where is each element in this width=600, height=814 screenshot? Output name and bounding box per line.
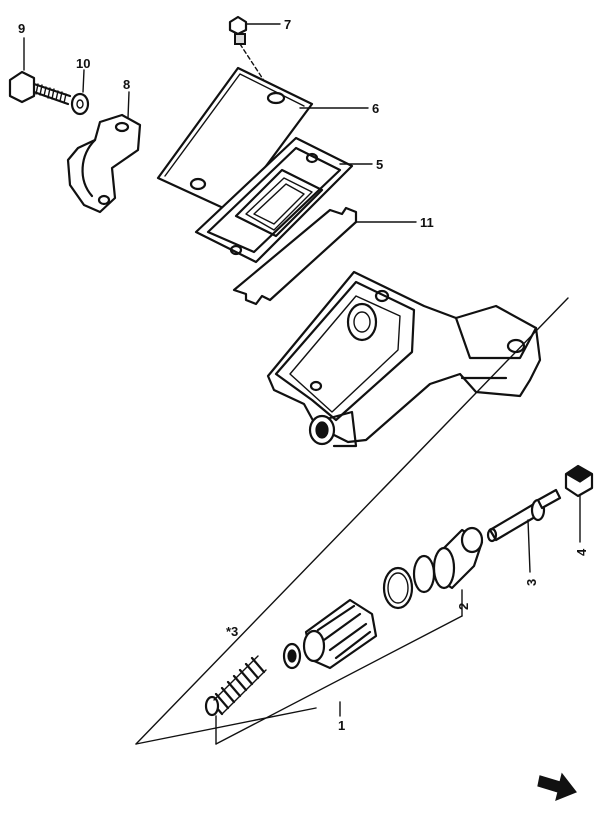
master-cylinder-body: [266, 270, 542, 448]
part-6-cover: [156, 66, 369, 214]
callout-5: 5: [376, 157, 383, 172]
part-2-boot-and-clip: [382, 526, 484, 617]
part-10-washer: [70, 69, 90, 116]
spring: [204, 655, 267, 717]
callout-4: 4: [574, 548, 589, 556]
part-4-nut: [564, 464, 594, 543]
front-arrow-icon: [537, 772, 577, 801]
callout-star: *3: [226, 624, 238, 639]
callout-1: 1: [338, 718, 345, 733]
callout-10: 10: [76, 56, 90, 71]
callout-11: 11: [420, 215, 434, 230]
part-11-plate: [232, 206, 417, 306]
callout-9: 9: [18, 21, 25, 36]
callout-3: 3: [524, 579, 539, 586]
part-1-piston-kit: [204, 598, 463, 745]
primary-cup: [282, 642, 302, 670]
part-5-diaphragm: [194, 136, 373, 264]
callout-6: 6: [372, 101, 379, 116]
part-9-bolt: [8, 37, 72, 106]
callout-8: 8: [123, 77, 130, 92]
callout-2: 2: [456, 603, 471, 610]
assembly-wedge-lines: [135, 297, 569, 745]
part-3-push-rod: [486, 488, 562, 573]
part-8-clamp: [66, 91, 142, 214]
piston: [302, 598, 378, 670]
part-7-screw: [228, 15, 281, 97]
callout-7: 7: [284, 17, 291, 32]
